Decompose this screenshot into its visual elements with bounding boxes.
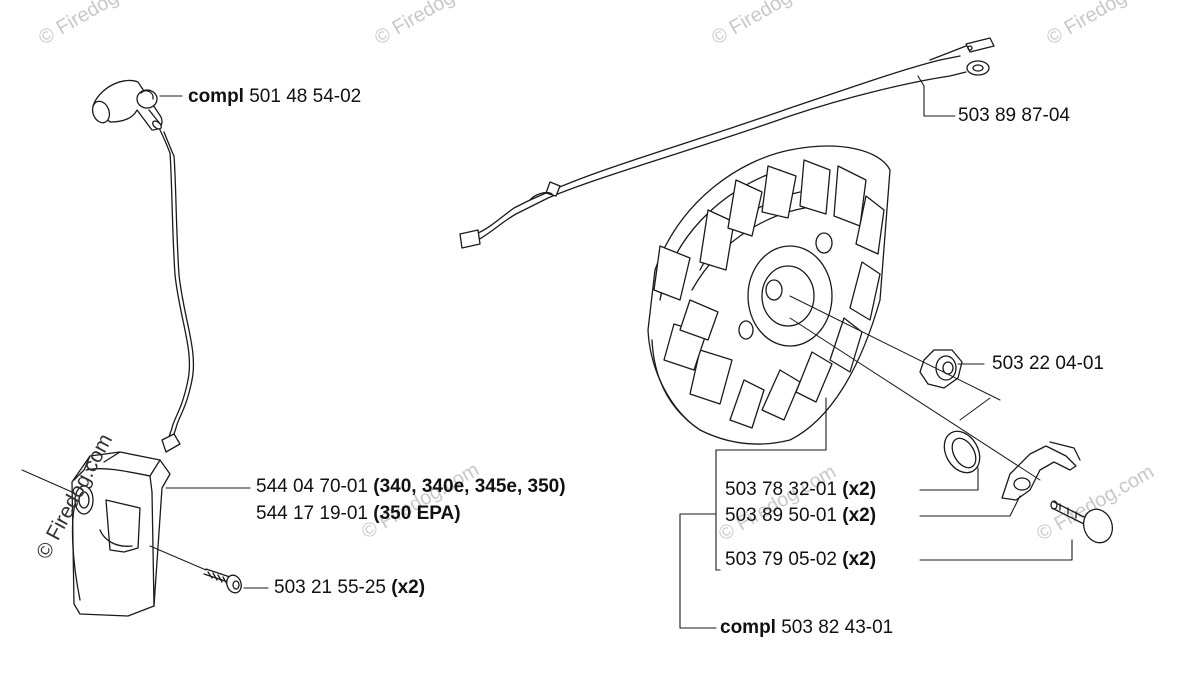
part-label-pawl: 503 78 32-01 (x2) — [725, 479, 876, 501]
part-label-pin: 503 79 05-02 (x2) — [725, 549, 876, 571]
part-label-coil: 544 04 70-01 (340, 340e, 345e, 350) — [256, 476, 566, 498]
part-number: 503 89 50-01 — [725, 505, 837, 526]
part-label-coil-epa: 544 17 19-01 (350 EPA) — [256, 503, 461, 525]
coil-screw — [203, 568, 242, 594]
part-qualifier: (x2) — [842, 505, 877, 526]
part-qualifier: (x2) — [842, 479, 877, 500]
part-qualifier: (x2) — [842, 549, 877, 570]
part-number: 503 89 87-04 — [958, 105, 1070, 126]
part-qualifier: (x2) — [391, 577, 426, 598]
starter-pawl — [1001, 441, 1081, 501]
part-prefix: compl — [720, 617, 776, 638]
leader-line — [919, 495, 1021, 517]
part-number: 544 04 70-01 — [256, 476, 368, 497]
ground-wire — [459, 37, 995, 249]
flywheel — [647, 145, 891, 445]
part-label-flywheel: compl 503 82 43-01 — [720, 617, 893, 639]
part-number: 503 78 32-01 — [725, 479, 837, 500]
pawl-pivot-pin — [1050, 500, 1114, 544]
leader-line — [715, 397, 827, 571]
part-prefix: compl — [188, 86, 244, 107]
part-number: 503 22 04-01 — [992, 353, 1104, 374]
leader-line — [919, 467, 979, 491]
spark-plug-cap — [91, 79, 163, 131]
part-number: 503 21 55-25 — [274, 577, 386, 598]
part-label-cap: compl 501 48 54-02 — [188, 86, 361, 108]
part-label-coil-screw: 503 21 55-25 (x2) — [274, 577, 425, 599]
leader-line — [679, 513, 717, 629]
ignition-lead — [159, 129, 191, 441]
part-label-cable: 503 89 87-04 — [958, 105, 1070, 127]
part-number: 503 79 05-02 — [725, 549, 837, 570]
part-label-spring: 503 89 50-01 (x2) — [725, 505, 876, 527]
part-qualifier: (350 EPA) — [373, 503, 461, 524]
part-number: 544 17 19-01 — [256, 503, 368, 524]
part-label-nut: 503 22 04-01 — [992, 353, 1104, 375]
part-number: 503 82 43-01 — [781, 617, 894, 638]
leader-line — [917, 75, 956, 117]
leader-line — [919, 539, 1073, 561]
flywheel-nut — [919, 349, 963, 389]
part-number: 501 48 54-02 — [249, 86, 362, 107]
pawl-spring — [943, 430, 981, 474]
part-qualifier: (340, 340e, 345e, 350) — [373, 476, 566, 497]
ignition-module — [71, 433, 181, 617]
